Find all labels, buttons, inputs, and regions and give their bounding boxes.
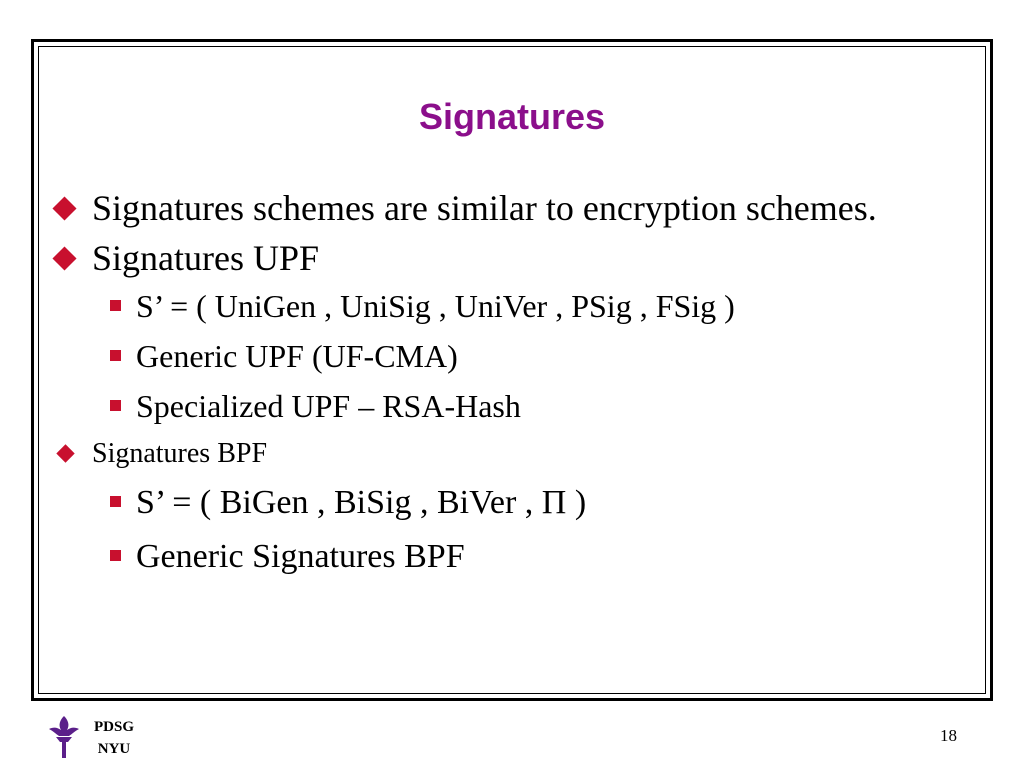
- slide-frame: [31, 39, 993, 701]
- sub-bullet-item: Specialized UPF – RSA-Hash: [54, 386, 914, 426]
- bullet-item: Signatures BPF: [54, 436, 914, 472]
- logo-text: PDSG NYU: [84, 716, 144, 760]
- square-bullet-icon: [110, 496, 121, 507]
- logo-line-nyu: NYU: [97, 741, 131, 757]
- sub-bullet-item: Generic Signatures BPF: [54, 536, 914, 578]
- page-number: 18: [940, 726, 957, 745]
- bullet-text: Signatures UPF: [92, 238, 320, 278]
- square-bullet-icon: [110, 300, 121, 311]
- sub-bullet-item: S’ = ( BiGen , BiSig , BiVer , Π ): [54, 482, 914, 524]
- sub-bullet-text: Specialized UPF – RSA-Hash: [136, 388, 521, 424]
- nyu-torch-icon: [49, 716, 79, 758]
- sub-bullet-text: S’ = ( UniGen , UniSig , UniVer , PSig ,…: [136, 288, 735, 324]
- square-bullet-icon: [110, 350, 121, 361]
- diamond-bullet-icon: [52, 246, 77, 271]
- sub-bullet-text: Generic UPF (UF-CMA): [136, 338, 458, 374]
- square-bullet-icon: [110, 400, 121, 411]
- bullet-item: Signatures UPF: [52, 236, 914, 280]
- bullet-text: Signatures BPF: [92, 438, 268, 469]
- sub-bullet-text: Generic Signatures BPF: [136, 538, 465, 575]
- bullet-text: Signatures schemes are similar to encryp…: [92, 188, 877, 228]
- sub-bullet-text: S’ = ( BiGen , BiSig , BiVer , Π ): [136, 484, 587, 521]
- diamond-bullet-icon: [52, 196, 77, 221]
- bullet-item: Signatures schemes are similar to encryp…: [52, 186, 914, 230]
- sub-bullet-item: S’ = ( UniGen , UniSig , UniVer , PSig ,…: [54, 286, 914, 326]
- diamond-bullet-icon: [56, 444, 75, 463]
- square-bullet-icon: [110, 550, 121, 561]
- sub-bullet-item: Generic UPF (UF-CMA): [54, 336, 914, 376]
- bullet-list: Signatures schemes are similar to encryp…: [52, 186, 914, 590]
- slide-title: Signatures: [418, 96, 606, 137]
- logo-line-pdsg: PDSG: [93, 719, 134, 735]
- slide-frame-inner-border: [38, 46, 986, 694]
